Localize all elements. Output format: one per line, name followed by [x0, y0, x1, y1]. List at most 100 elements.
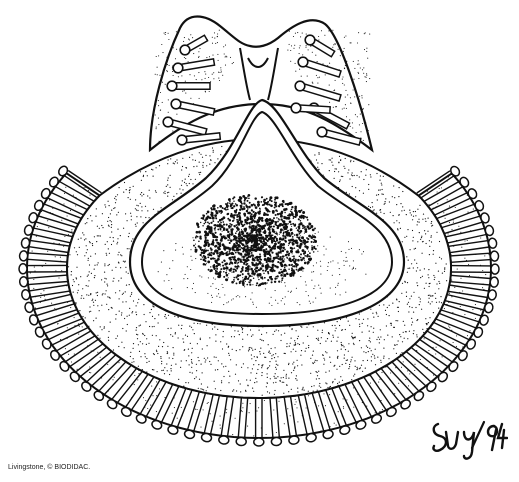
rim-dot: [128, 407, 129, 408]
nucleus-dot: [250, 218, 252, 220]
body-dot: [156, 335, 157, 336]
nucleus-dot: [247, 270, 249, 272]
body-dot: [117, 229, 118, 230]
body-dot: [341, 344, 342, 345]
rim-dot: [452, 312, 453, 313]
nucleus-dot: [216, 268, 218, 270]
nucleus-dot: [196, 235, 198, 237]
body-dot: [438, 271, 439, 272]
rod-bulb: [173, 63, 183, 73]
rim-dot: [306, 407, 307, 408]
body-dot: [417, 224, 418, 225]
body-dot: [345, 158, 346, 159]
neck-dot: [368, 136, 369, 137]
body-dot: [156, 167, 157, 168]
rim-dot: [442, 356, 443, 357]
body-dot: [376, 213, 377, 214]
body-dot: [297, 360, 298, 361]
body-dot: [376, 173, 377, 174]
body-dot: [339, 181, 340, 182]
rim-dot: [226, 412, 227, 413]
body-dot: [329, 357, 330, 358]
body-dot: [126, 285, 127, 286]
sac-dot: [187, 266, 188, 267]
body-dot: [406, 256, 407, 257]
body-dot: [104, 281, 105, 282]
neck-dot: [158, 105, 159, 106]
nucleus-dot: [252, 257, 254, 259]
nucleus-dot: [303, 225, 305, 227]
sac-dot: [332, 260, 333, 261]
body-dot: [194, 378, 195, 379]
body-dot: [164, 373, 165, 374]
body-dot: [270, 353, 271, 354]
body-dot: [181, 325, 182, 326]
body-dot: [399, 187, 400, 188]
body-dot: [402, 191, 403, 192]
body-dot: [406, 331, 407, 332]
rim-dot: [403, 361, 404, 362]
rim-dot: [220, 416, 221, 417]
nucleus-dot: [298, 210, 300, 212]
nucleus-dot: [295, 266, 297, 268]
body-dot: [97, 305, 98, 306]
body-dot: [317, 372, 318, 373]
body-dot: [406, 296, 407, 297]
neck-dot: [156, 128, 157, 129]
body-dot: [334, 171, 335, 172]
body-dot: [399, 222, 400, 223]
nucleus-dot: [242, 195, 245, 198]
body-dot: [92, 245, 93, 246]
body-dot: [234, 336, 235, 337]
nucleus-dot: [309, 255, 311, 257]
rim-dot: [390, 372, 391, 373]
nucleus-dot: [294, 224, 296, 226]
body-dot: [185, 167, 186, 168]
body-dot: [115, 292, 116, 293]
body-dot: [438, 288, 439, 289]
sac-dot: [335, 294, 336, 295]
nucleus-dot: [311, 247, 313, 249]
sac-dot: [252, 292, 253, 293]
body-dot: [255, 360, 256, 361]
body-dot: [271, 348, 272, 349]
body-dot: [316, 371, 317, 372]
rim-dot: [45, 299, 46, 300]
body-dot: [143, 194, 144, 195]
body-dot: [77, 254, 78, 255]
neck-dot: [367, 58, 368, 59]
sac-dot: [339, 268, 340, 269]
body-dot: [97, 235, 98, 236]
body-dot: [196, 370, 197, 371]
nucleus-dot: [268, 222, 271, 225]
neck-dot: [366, 75, 367, 76]
body-dot: [199, 174, 200, 175]
neck-dot: [343, 51, 344, 52]
body-dot: [359, 340, 360, 341]
body-dot: [351, 359, 352, 360]
neck-dot: [357, 116, 358, 117]
body-dot: [146, 344, 147, 345]
body-dot: [344, 358, 345, 359]
body-dot: [156, 351, 157, 352]
body-dot: [400, 354, 401, 355]
body-dot: [126, 330, 127, 331]
nucleus-dot: [210, 217, 212, 219]
body-dot: [142, 369, 143, 370]
rim-dot: [85, 187, 86, 188]
body-dot: [163, 370, 164, 371]
rim-dot: [323, 393, 324, 394]
body-dot: [291, 389, 292, 390]
body-dot: [320, 343, 321, 344]
nucleus-dot: [215, 265, 218, 268]
body-dot: [132, 311, 133, 312]
body-dot: [241, 327, 242, 328]
body-dot: [90, 242, 91, 243]
body-dot: [368, 189, 369, 190]
sac-dot: [190, 269, 191, 270]
body-dot: [122, 328, 123, 329]
body-dot: [417, 209, 418, 210]
nucleus-dot: [229, 270, 230, 271]
rim-dot: [177, 418, 178, 419]
body-dot: [157, 371, 158, 372]
